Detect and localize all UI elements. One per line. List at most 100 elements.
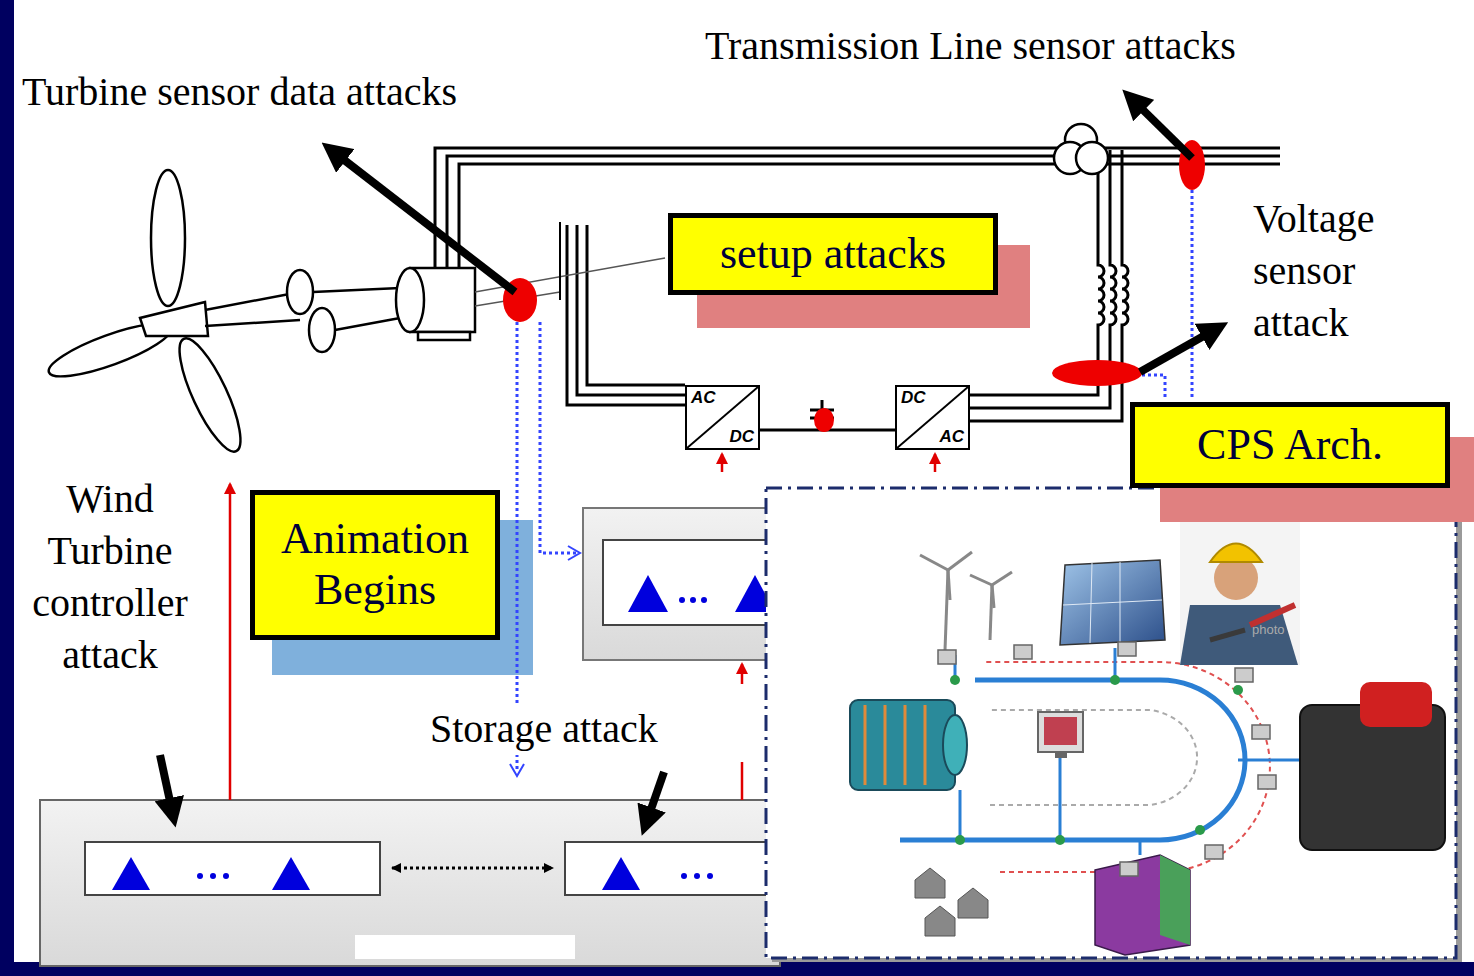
wind-turbine: [44, 170, 665, 458]
illustration-part: [915, 868, 945, 898]
illustration-part: [1110, 675, 1120, 685]
illustration-part: [990, 710, 1197, 805]
illustration-part: [1191, 190, 1194, 400]
illustration-part: [151, 170, 185, 306]
illustration-part: [583, 508, 773, 660]
illustration-part: [934, 454, 937, 472]
callout-box: setup attacks: [668, 213, 998, 295]
illustration-part: [229, 484, 232, 800]
illustration-part: [1098, 150, 1104, 360]
illustration-part: [679, 597, 685, 603]
illustration-part: [721, 454, 724, 472]
illustration-part: [559, 222, 561, 300]
illustration-part: [1059, 755, 1062, 840]
attack-label: Turbine sensor data attacks: [22, 66, 457, 118]
illustration-part: [168, 332, 251, 459]
illustration-part: [958, 888, 988, 918]
illustration-part: [510, 764, 524, 776]
converter-label: AC: [901, 427, 964, 447]
illustration-part: [1063, 600, 1162, 605]
attack-points: [503, 140, 1205, 432]
callout-box: CPS Arch.: [1130, 402, 1450, 488]
callout-box: Animation Begins: [250, 490, 500, 640]
converter-box: ACDC: [685, 385, 760, 450]
illustration-part: [223, 873, 229, 879]
illustration-part: [955, 835, 965, 845]
callout-text: setup attacks: [720, 229, 946, 280]
illustration-part: [701, 597, 707, 603]
illustration-part: [850, 700, 955, 790]
illustration-part: [950, 675, 960, 685]
illustration-part: [392, 867, 553, 870]
illustration-part: [1252, 725, 1270, 739]
illustration-part: [1118, 642, 1136, 656]
illustration-part: [1195, 825, 1205, 835]
illustration-part: [690, 597, 696, 603]
illustration-part: [938, 650, 956, 664]
illustration-part: [948, 552, 972, 570]
illustration-part: [938, 642, 1276, 876]
diagonal-line: [897, 387, 968, 448]
illustration-part: [335, 318, 400, 330]
illustration-part: [1233, 685, 1243, 695]
attack-label: Storage attack: [426, 703, 662, 755]
illustration-part: [40, 800, 780, 966]
illustration-part: [205, 292, 300, 310]
illustration-part: [707, 873, 713, 879]
illustration-part: [1038, 712, 1083, 752]
diagonal-line: [687, 387, 758, 448]
illustration-part: [925, 906, 955, 936]
illustration-part: [915, 868, 988, 936]
illustration-part: [950, 675, 1243, 845]
illustration-part: [1210, 544, 1262, 563]
illustration-part: [565, 842, 780, 895]
illustration-part: [1014, 645, 1032, 659]
watermark: photo: [1252, 622, 1285, 639]
illustration-part: [694, 873, 700, 879]
illustration-part: [955, 648, 1300, 855]
illustration-part: [864, 705, 867, 785]
controller-boxes: [40, 508, 780, 966]
illustration-part: [1110, 150, 1116, 360]
illustration-part: [309, 308, 335, 352]
illustration-part: [160, 755, 171, 806]
illustration-part: [920, 552, 1012, 650]
illustration-part: [1140, 333, 1209, 372]
attack-label: Voltage sensor attack: [1253, 193, 1431, 349]
illustration-part: [943, 715, 967, 775]
illustration-part: [602, 857, 640, 890]
illustration-part: [1210, 630, 1245, 640]
cps-architecture-inset: [766, 488, 1462, 962]
illustration-part: [1138, 105, 1192, 158]
illustration-part: [1205, 845, 1223, 859]
illustration-part: [920, 555, 948, 570]
illustration-part: [210, 873, 216, 879]
illustration-part: [1142, 375, 1165, 400]
illustration-part: [272, 857, 310, 890]
converter-label: DC: [901, 388, 964, 408]
illustration-part: [1090, 563, 1092, 643]
callout-text: CPS Arch.: [1197, 420, 1383, 471]
illustration-part: [1360, 682, 1432, 727]
illustration-part: [313, 288, 400, 292]
illustration-part: [112, 857, 150, 890]
illustration-part: [418, 332, 470, 340]
power-lines: [435, 148, 1280, 430]
illustration-part: [1139, 840, 1142, 855]
illustration-part: [1122, 150, 1128, 360]
illustration-part: [1076, 142, 1108, 174]
illustration-part: [1160, 855, 1190, 945]
illustration-part: [603, 540, 773, 625]
illustration-part: [1055, 835, 1065, 845]
illustration-part: [628, 575, 668, 612]
illustration-part: [1238, 759, 1300, 762]
illustration-part: [1180, 605, 1298, 665]
illustration-part: [568, 546, 580, 560]
attack-label: Transmission Line sensor attacks: [705, 20, 1236, 72]
illustration-part: [1180, 520, 1300, 665]
illustration-part: [865, 705, 925, 785]
illustration-part: [766, 488, 1456, 958]
